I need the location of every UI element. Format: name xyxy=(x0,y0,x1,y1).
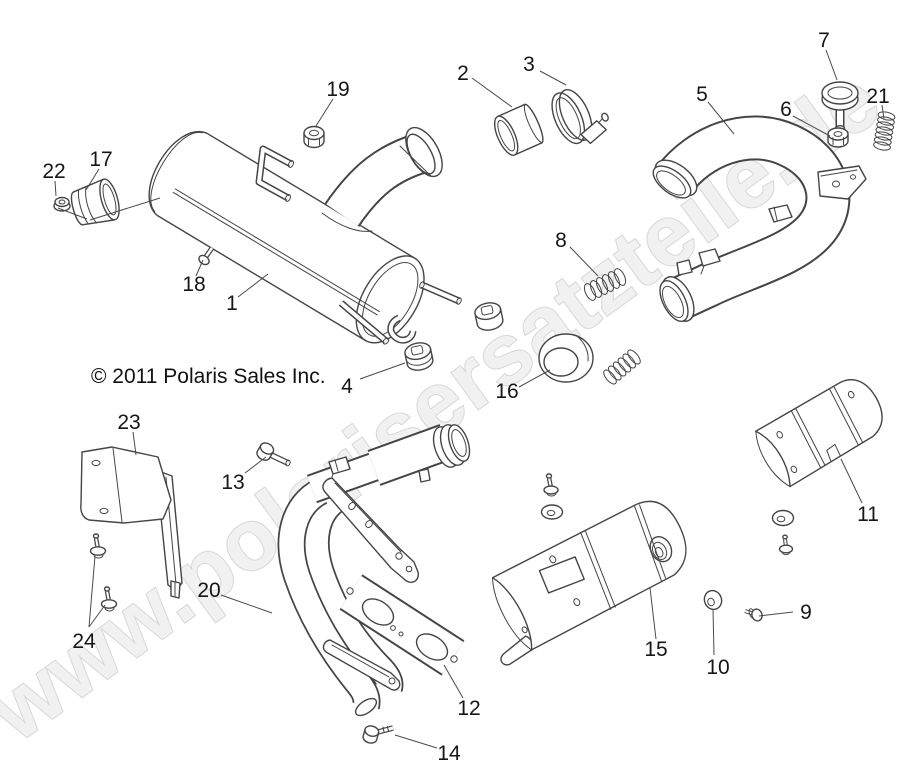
part-label-18: 18 xyxy=(182,273,205,296)
part-label-23: 23 xyxy=(117,411,140,434)
mount-4-drawing xyxy=(404,342,434,371)
spring-middle-drawing xyxy=(603,349,641,385)
spring-8-drawing xyxy=(583,268,627,301)
bolt-14-drawing xyxy=(362,725,394,744)
heat-shield-23-drawing xyxy=(80,446,183,599)
ring-16-drawing xyxy=(538,333,594,383)
part-label-8: 8 xyxy=(555,229,567,252)
mount-drawing xyxy=(474,302,504,331)
screw-9-drawing xyxy=(744,608,763,622)
bolt-18-drawing xyxy=(198,246,215,266)
washer-10-drawing xyxy=(703,589,723,611)
part-label-3: 3 xyxy=(523,53,535,76)
leader-lines xyxy=(54,49,885,749)
part-label-7: 7 xyxy=(818,29,830,52)
muffler-drawing xyxy=(148,126,462,345)
part-label-17: 17 xyxy=(89,148,112,171)
part-label-10: 10 xyxy=(706,656,729,679)
part-label-2: 2 xyxy=(457,62,469,85)
nut-6-drawing xyxy=(827,127,849,148)
washer-screw-below-11 xyxy=(771,509,795,556)
part-label-15: 15 xyxy=(644,638,667,661)
head-pipe-20-drawing xyxy=(277,424,471,717)
part-label-24: 24 xyxy=(72,630,96,653)
part-label-11: 11 xyxy=(857,503,879,526)
part-label-13: 13 xyxy=(221,471,244,494)
muffler-hanger-bracket xyxy=(255,145,295,202)
part-label-1: 1 xyxy=(226,292,238,315)
gasket-12-drawing xyxy=(339,574,465,676)
part-label-5: 5 xyxy=(696,83,708,106)
coupling-17-drawing xyxy=(70,178,120,226)
heat-shield-15-drawing xyxy=(491,500,687,666)
screw-washer-above-15 xyxy=(540,473,564,520)
nut-19-drawing xyxy=(303,125,325,149)
heat-shield-11-drawing xyxy=(755,378,883,488)
part-label-22: 22 xyxy=(42,160,65,183)
nut-22-drawing xyxy=(53,196,71,212)
part-label-21: 21 xyxy=(866,85,889,108)
part-label-12: 12 xyxy=(457,697,480,720)
part-label-9: 9 xyxy=(800,601,812,624)
copyright-text: © 2011 Polaris Sales Inc. xyxy=(91,365,326,388)
muffler-hook xyxy=(387,314,417,344)
bolt-13-drawing xyxy=(256,442,291,467)
sleeve-2-drawing xyxy=(493,103,544,156)
spring-21-drawing xyxy=(873,111,896,151)
clamp-3-drawing xyxy=(551,89,609,145)
part-label-6: 6 xyxy=(780,98,792,121)
part-label-14: 14 xyxy=(437,742,461,765)
part-label-19: 19 xyxy=(326,78,349,101)
part-label-4: 4 xyxy=(341,375,353,398)
part-label-16: 16 xyxy=(495,380,518,403)
header-pipe-5-drawing xyxy=(652,115,867,322)
screws-24-drawing xyxy=(89,533,118,612)
part-label-20: 20 xyxy=(197,579,220,602)
